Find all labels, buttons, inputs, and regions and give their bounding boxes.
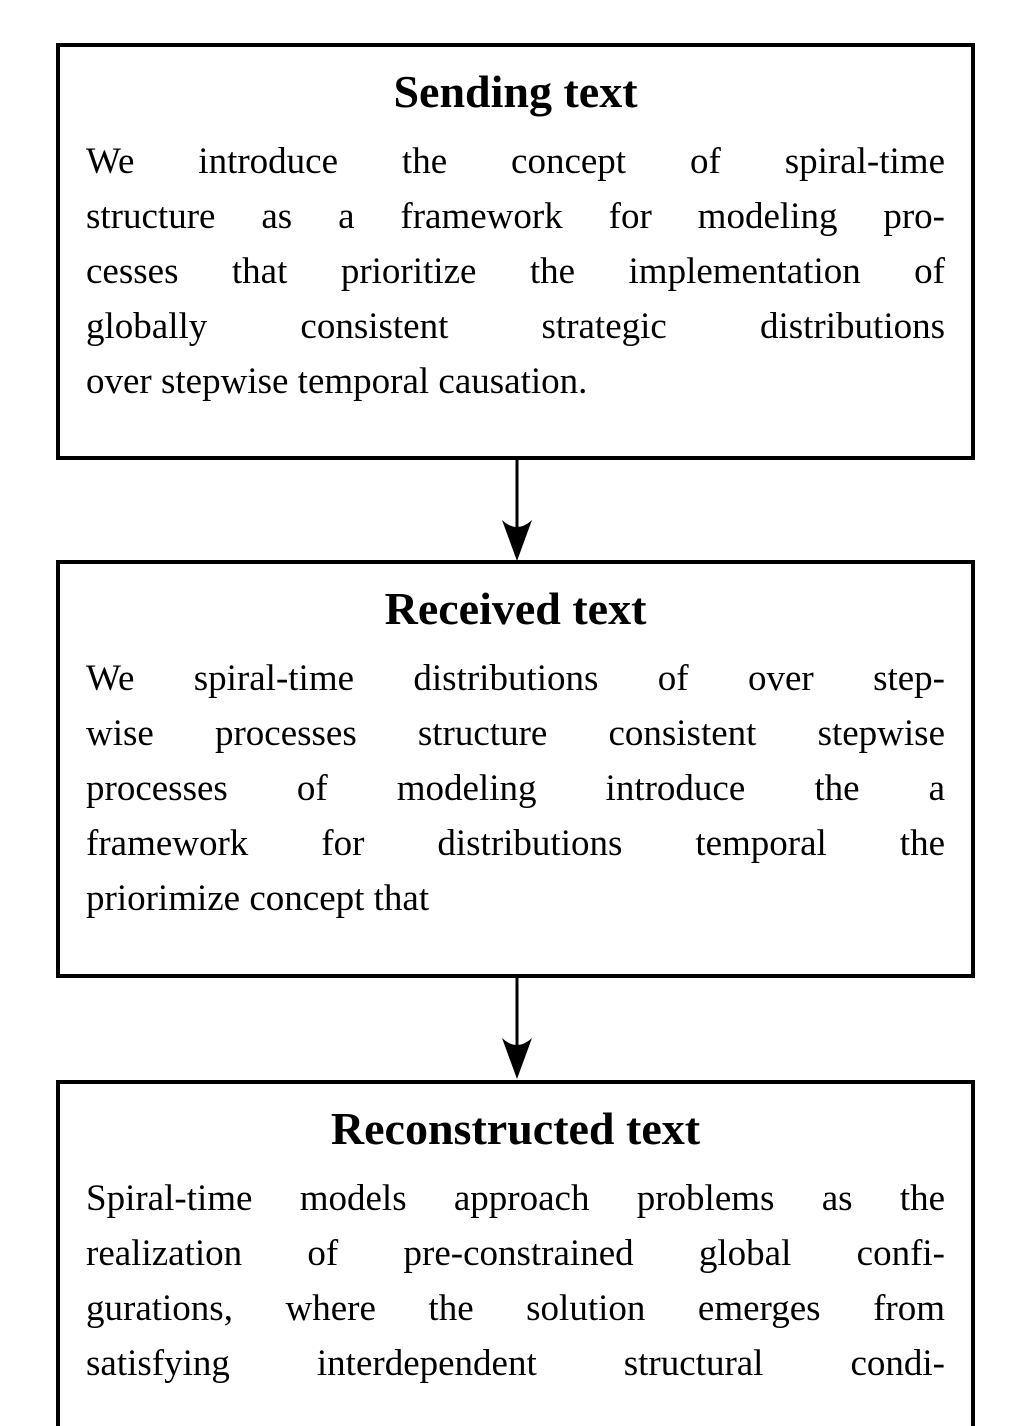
body-line: We introduce the concept of spiral-time [86,140,945,182]
box-sending-text: Sending text We introduce the concept of… [56,43,975,460]
down-arrow-connector-1 [502,458,532,561]
box-body-received: We spiral-time distributions of over ste… [86,651,945,926]
body-line: We spiral-time distributions of over ste… [86,657,945,699]
body-line: globally consistent strategic distributi… [86,305,945,347]
body-line: over stepwise temporal causation. [86,360,588,402]
body-line: structure as a framework for modeling pr… [86,195,945,237]
box-title-received: Received text [384,583,647,634]
box-title-sending: Sending text [393,66,638,117]
body-line: framework for distributions temporal the [86,822,945,864]
box-reconstructed-text: Reconstructed text Spiral-time models ap… [56,1080,975,1426]
box-body-sending: We introduce the concept of spiral-time s… [86,134,945,409]
body-line: gurations, where the solution emerges fr… [86,1287,945,1329]
body-line: satisfying interdependent structural con… [86,1342,945,1384]
body-line: priorimize concept that [86,877,430,919]
box-received-text: Received text We spiral-time distributio… [56,560,975,978]
body-line: Spiral-time models approach problems as … [86,1177,945,1219]
down-arrow-connector-2 [502,976,532,1079]
box-body-reconstructed: Spiral-time models approach problems as … [86,1171,945,1391]
body-line: cesses that prioritize the implementatio… [86,250,945,292]
body-line: processes of modeling introduce the a [86,767,945,809]
body-line: realization of pre-constrained global co… [86,1232,945,1274]
body-line: wise processes structure consistent step… [86,712,945,754]
box-title-reconstructed: Reconstructed text [330,1103,701,1154]
